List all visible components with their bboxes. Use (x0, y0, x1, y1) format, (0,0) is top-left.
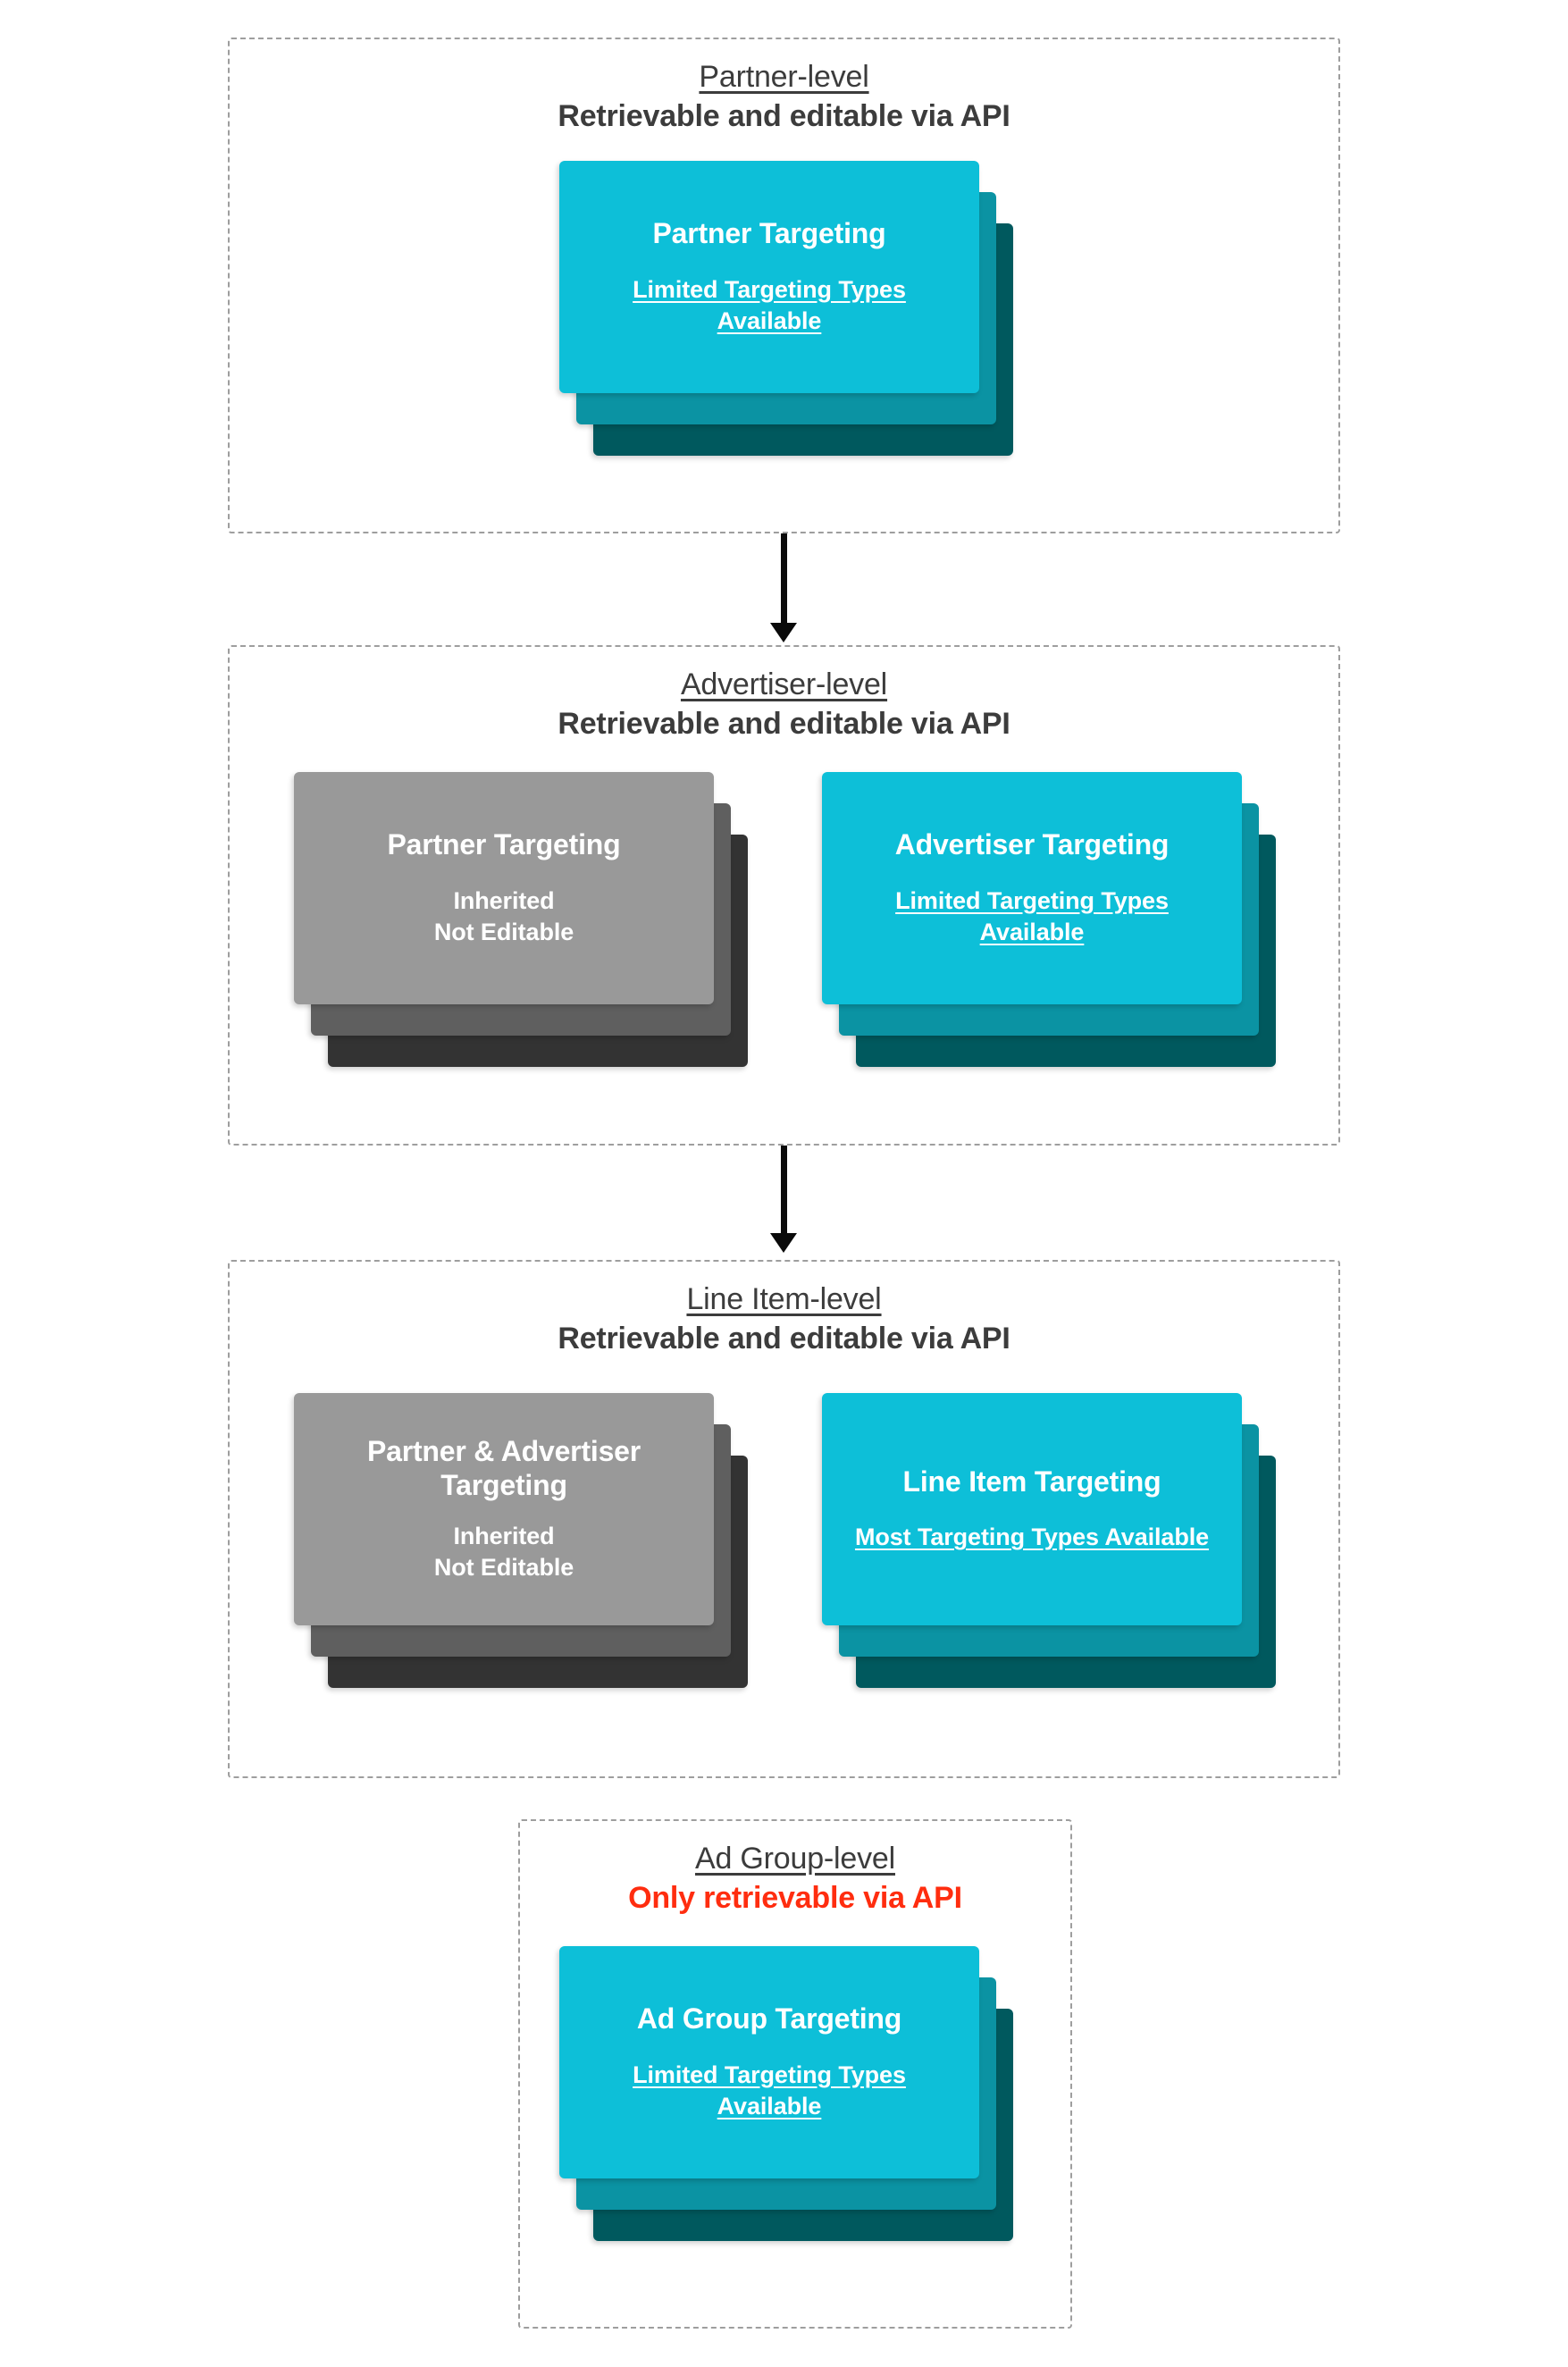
level-title-ad-group: Ad Group-level (695, 1842, 895, 1876)
arrow-shaft (781, 533, 787, 625)
card-title: Advertiser Targeting (894, 828, 1170, 861)
level-subtitle-ad-group: Only retrievable via API (628, 1881, 962, 1916)
arrow-head-icon (770, 1233, 797, 1253)
card-note: Limited Targeting Types Available (633, 2061, 906, 2120)
card-layer-front: Partner Targeting Inherited Not Editable (294, 772, 714, 1004)
level-box-partner: Partner-level Retrievable and editable v… (228, 38, 1340, 533)
level-subtitle-line-item: Retrievable and editable via API (558, 1322, 1010, 1356)
card-stack-partner-advertiser-targeting-inherited: Partner & Advertiser Targeting Inherited… (294, 1393, 748, 1688)
card-title: Line Item Targeting (902, 1465, 1161, 1498)
card-layer-front: Advertiser Targeting Limited Targeting T… (822, 772, 1242, 1004)
level-header-advertiser: Advertiser-level Retrievable and editabl… (230, 647, 1338, 742)
arrow-head-icon (770, 623, 797, 642)
level-title-advertiser: Advertiser-level (680, 667, 888, 701)
card-stack-partner-targeting-inherited: Partner Targeting Inherited Not Editable (294, 772, 748, 1067)
card-note: Inherited Not Editable (433, 1522, 574, 1582)
level-header-partner: Partner-level Retrievable and editable v… (230, 39, 1338, 134)
level-box-advertiser: Advertiser-level Retrievable and editabl… (228, 645, 1340, 1146)
card-layer-front: Partner Targeting Limited Targeting Type… (559, 161, 979, 393)
level-header-line-item: Line Item-level Retrievable and editable… (230, 1262, 1338, 1356)
level-title-line-item: Line Item-level (686, 1282, 882, 1316)
card-title: Partner Targeting (387, 828, 621, 861)
level-box-line-item: Line Item-level Retrievable and editable… (228, 1260, 1340, 1778)
level-box-ad-group: Ad Group-level Only retrievable via API … (518, 1819, 1072, 2329)
level-title-partner: Partner-level (699, 60, 869, 94)
card-stack-ad-group-targeting: Ad Group Targeting Limited Targeting Typ… (559, 1946, 1013, 2241)
card-title: Partner Targeting (652, 217, 886, 250)
arrow-shaft (781, 1146, 787, 1235)
card-stack-partner-targeting: Partner Targeting Limited Targeting Type… (559, 161, 1013, 456)
card-stack-advertiser-targeting: Advertiser Targeting Limited Targeting T… (822, 772, 1276, 1067)
card-stack-line-item-targeting: Line Item Targeting Most Targeting Types… (822, 1393, 1276, 1688)
card-layer-front: Partner & Advertiser Targeting Inherited… (294, 1393, 714, 1625)
level-subtitle-advertiser: Retrievable and editable via API (558, 707, 1010, 742)
card-note: Limited Targeting Types Available (633, 275, 906, 335)
level-subtitle-partner: Retrievable and editable via API (558, 99, 1010, 134)
card-layer-front: Ad Group Targeting Limited Targeting Typ… (559, 1946, 979, 2178)
card-layer-front: Line Item Targeting Most Targeting Types… (822, 1393, 1242, 1625)
card-note: Most Targeting Types Available (854, 1523, 1210, 1551)
level-header-ad-group: Ad Group-level Only retrievable via API (520, 1821, 1070, 1916)
card-note: Limited Targeting Types Available (895, 886, 1169, 946)
card-title: Partner & Advertiser Targeting (366, 1434, 641, 1502)
card-note: Inherited Not Editable (433, 886, 574, 946)
card-title: Ad Group Targeting (636, 2002, 902, 2035)
